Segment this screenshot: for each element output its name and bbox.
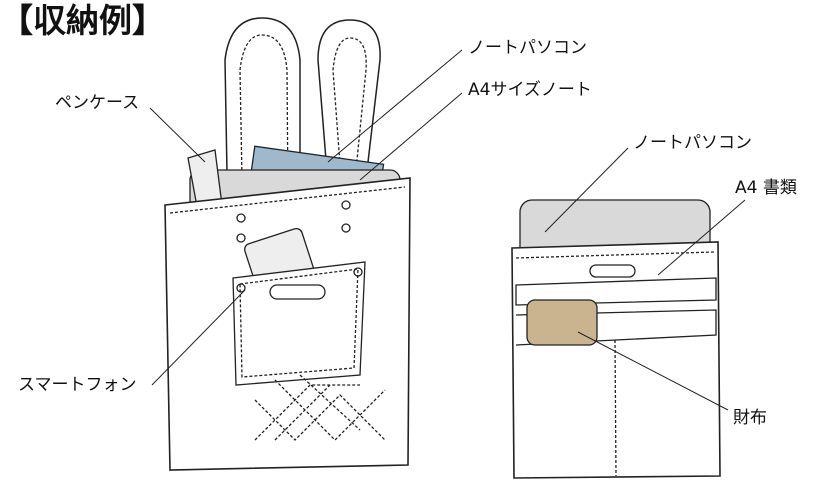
right-handle-back — [317, 19, 381, 231]
pocket-snap-left — [236, 283, 246, 293]
wallet-item — [526, 299, 598, 346]
pocket-divider — [614, 339, 617, 477]
label-laptop-right: ノートパソコン — [633, 133, 752, 153]
wallet-pocket — [515, 309, 717, 346]
left-handle-back — [224, 17, 301, 231]
front-pocket-stitch — [239, 268, 359, 378]
handle-rivet — [341, 223, 351, 233]
left-bag-top-stitch — [169, 186, 406, 214]
leader-a4-notebook — [359, 92, 463, 181]
leader-laptop-left — [327, 49, 463, 163]
leader-wallet — [577, 331, 729, 411]
leader-pen-case — [149, 107, 206, 163]
label-a4-notebook: A4サイズノート — [468, 80, 592, 100]
quilted-pattern — [254, 374, 386, 441]
leader-lines — [149, 49, 746, 411]
handle-rivet — [341, 200, 351, 210]
left-tote-bag — [164, 17, 411, 471]
right-pocket-tab — [589, 264, 636, 278]
left-handle-front — [239, 34, 289, 236]
handle-rivet — [236, 213, 246, 223]
pocket-tab — [269, 284, 326, 300]
pocket-snap-right — [353, 267, 363, 277]
handle-rivet — [236, 233, 246, 243]
label-wallet: 財布 — [733, 408, 767, 428]
diagram-title: 【収納例】 — [0, 1, 165, 40]
label-a4-documents: A4 書類 — [735, 178, 797, 198]
label-pen-case: ペンケース — [55, 93, 140, 113]
a4-documents-pocket — [515, 277, 717, 306]
label-laptop-left: ノートパソコン — [468, 38, 587, 58]
label-smartphone: スマートフォン — [18, 375, 137, 395]
leader-smartphone — [151, 289, 246, 386]
front-pocket — [232, 261, 366, 386]
leader-laptop-right — [544, 147, 629, 233]
right-handle-front — [332, 37, 367, 231]
right-bag-stitch — [515, 251, 715, 259]
right-inner-bag — [511, 199, 721, 479]
leader-a4-documents — [657, 199, 746, 276]
